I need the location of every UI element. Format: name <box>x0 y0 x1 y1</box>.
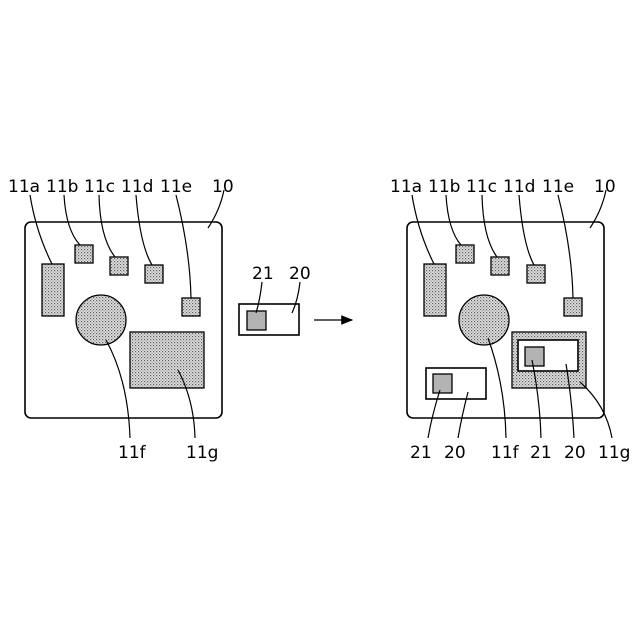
left-component-11a <box>42 264 64 316</box>
right-label-10: 10 <box>594 177 616 197</box>
left-label-11f: 11f <box>118 443 147 463</box>
right-label-11b: 11b <box>428 177 460 197</box>
right-component-11d <box>527 265 545 283</box>
left-component-11d <box>145 265 163 283</box>
left-component-11g <box>130 332 204 388</box>
right-label-20-a: 20 <box>444 443 466 463</box>
left-label-11g: 11g <box>186 443 218 463</box>
right-chip-21-b <box>525 347 544 366</box>
right-label-20-b: 20 <box>564 443 586 463</box>
right-label-11c: 11c <box>466 177 497 197</box>
right-label-21-a: 21 <box>410 443 432 463</box>
left-label-11b: 11b <box>46 177 78 197</box>
left-label-11e: 11e <box>160 177 192 197</box>
right-board-group: 11a 11b 11c 11d 11e 10 21 20 11f 21 20 1… <box>390 177 630 463</box>
right-component-11e <box>564 298 582 316</box>
right-label-11a: 11a <box>390 177 422 197</box>
right-label-11g: 11g <box>598 443 630 463</box>
left-label-11d: 11d <box>121 177 153 197</box>
right-component-11b <box>456 245 474 263</box>
left-component-11c <box>110 257 128 275</box>
left-label-11a: 11a <box>8 177 40 197</box>
module-label-20: 20 <box>289 264 311 284</box>
right-label-21-b: 21 <box>530 443 552 463</box>
left-component-11b <box>75 245 93 263</box>
left-component-11e <box>182 298 200 316</box>
left-board-group: 11a 11b 11c 11d 11e 10 11f 11g <box>8 177 234 463</box>
module-group: 21 20 <box>239 264 311 335</box>
right-component-11a <box>424 264 446 316</box>
right-component-11c <box>491 257 509 275</box>
right-chip-21-a <box>433 374 452 393</box>
right-component-11f <box>459 295 509 345</box>
right-label-11f: 11f <box>491 443 520 463</box>
left-label-11c: 11c <box>84 177 115 197</box>
left-component-11f <box>76 295 126 345</box>
module-label-21: 21 <box>252 264 274 284</box>
right-label-11e: 11e <box>542 177 574 197</box>
right-label-11d: 11d <box>503 177 535 197</box>
chip-21 <box>247 311 266 330</box>
left-label-10: 10 <box>212 177 234 197</box>
